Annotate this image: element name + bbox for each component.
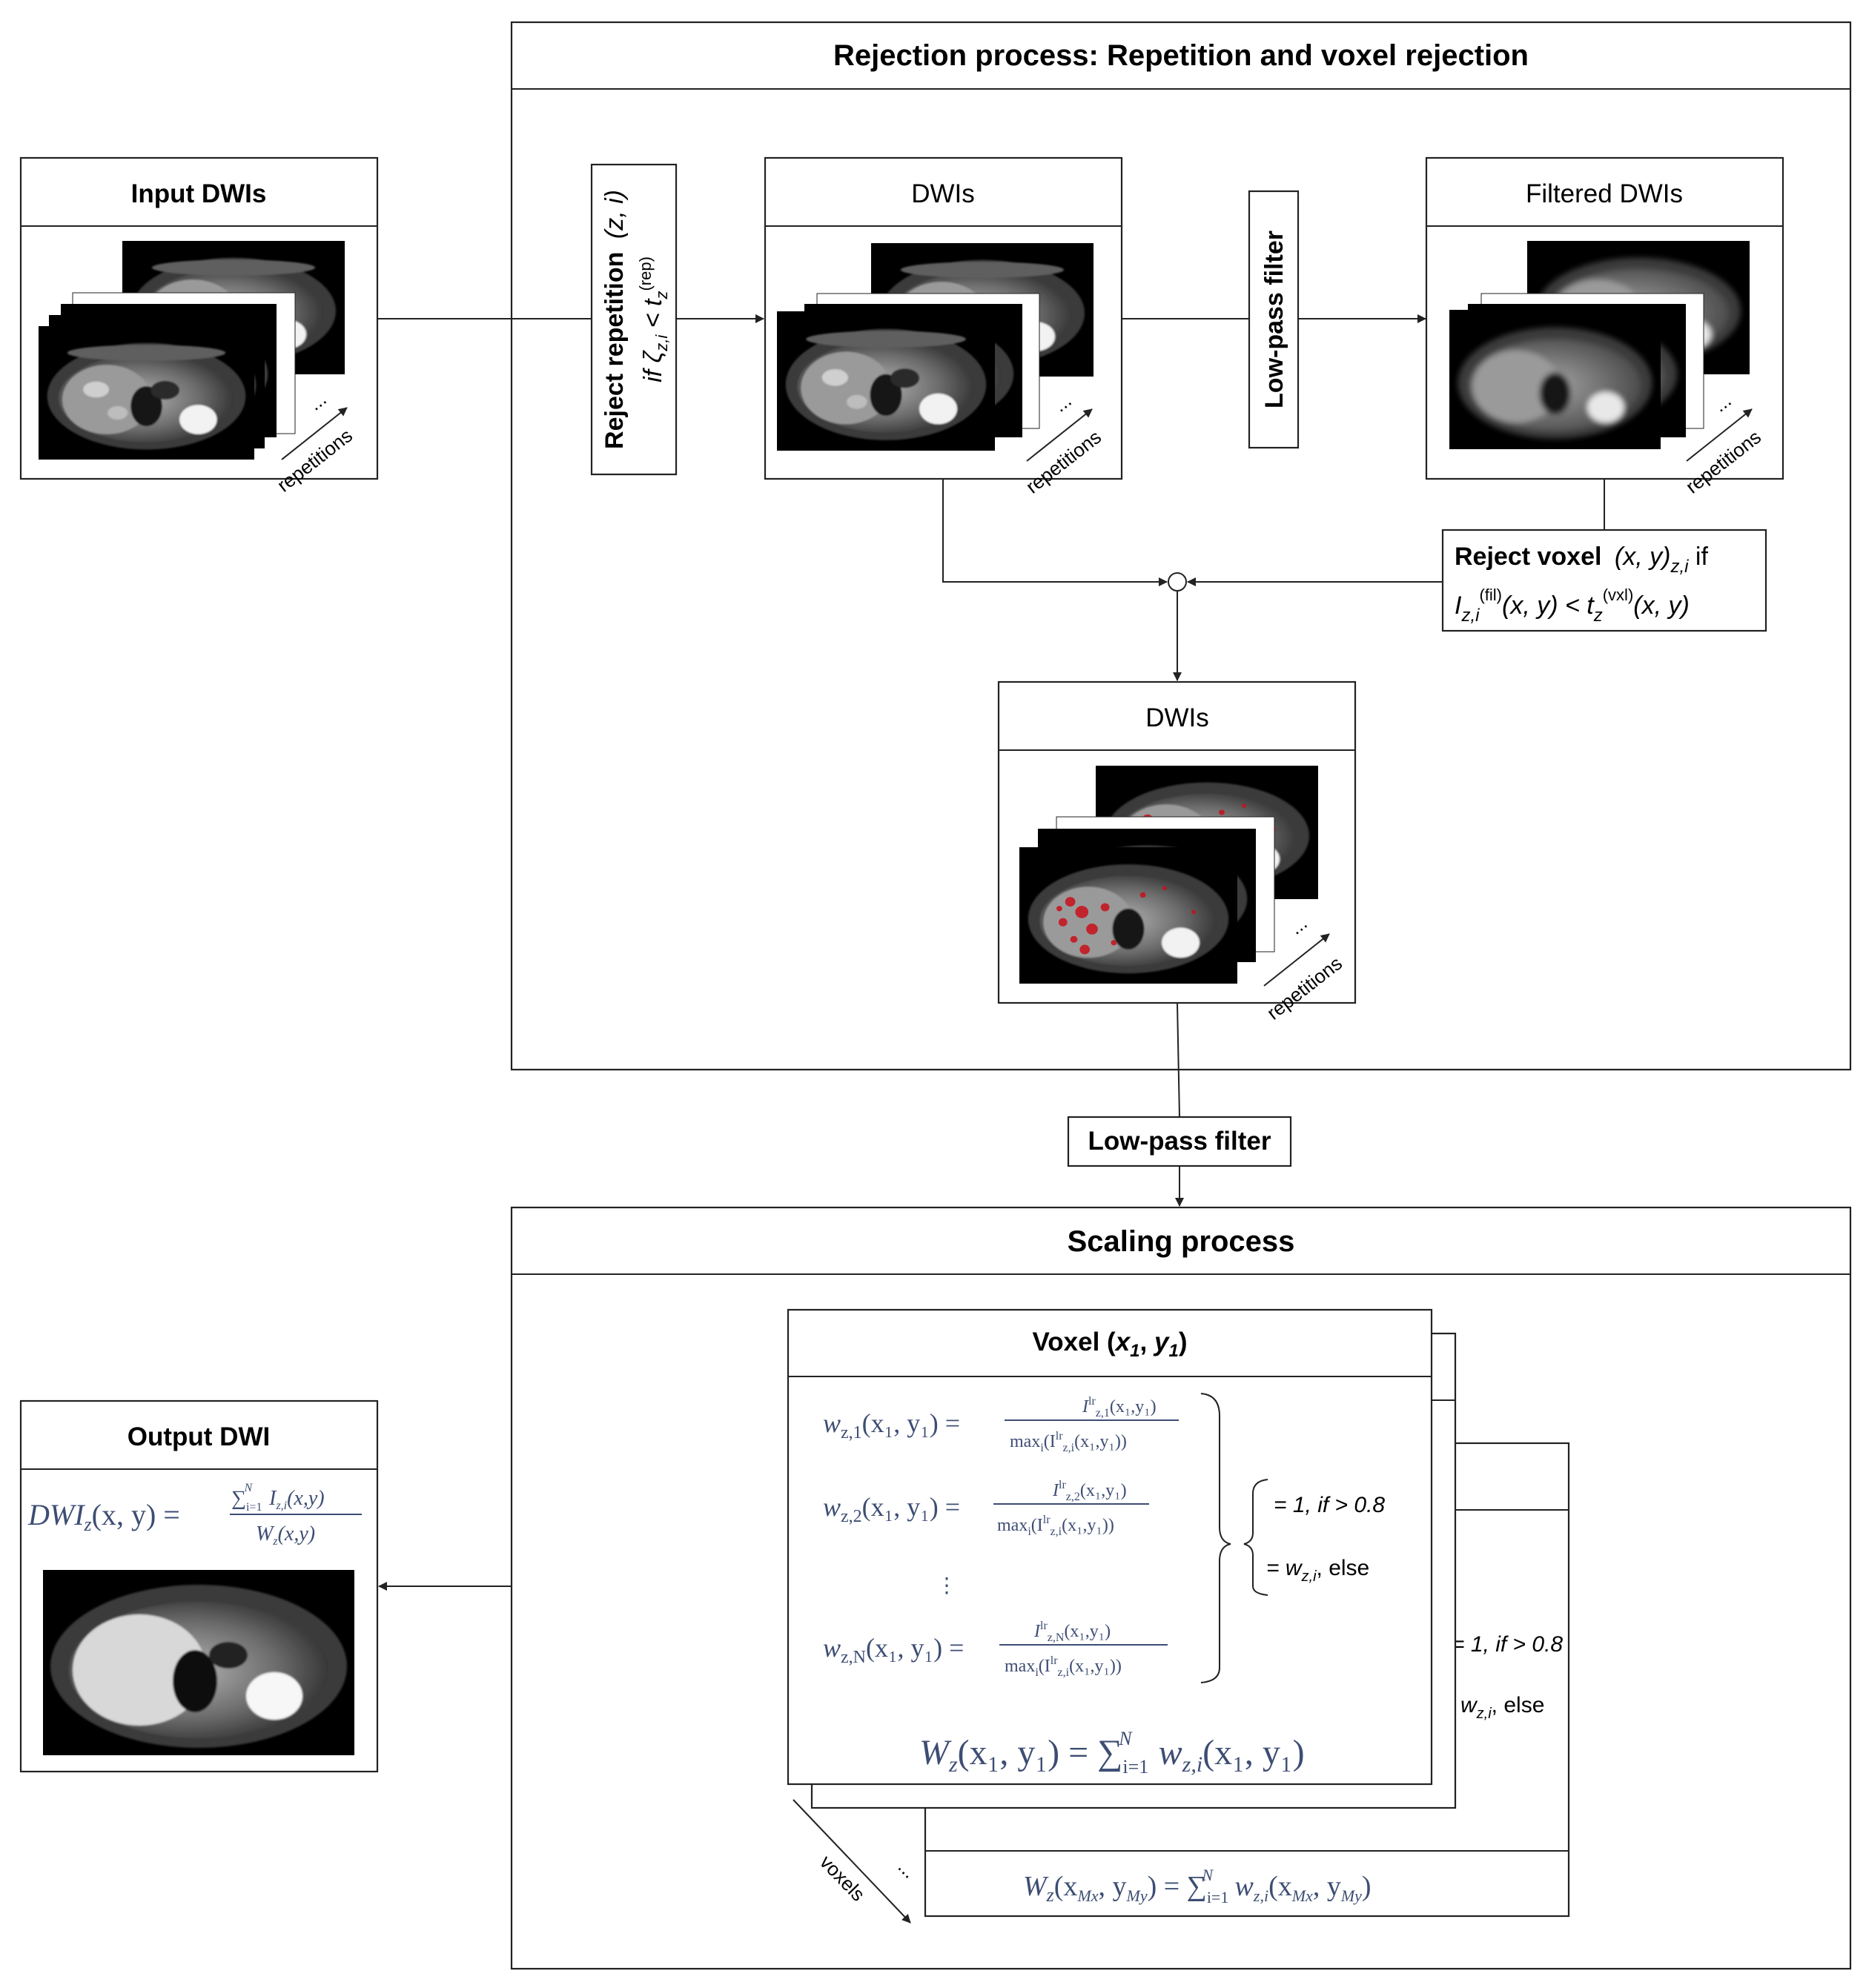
- cond-else: = wz,i, else: [1266, 1556, 1369, 1585]
- brace-small: [1243, 1479, 1268, 1596]
- svg-text:Reject voxel (x, y)z,i i: Reject voxel (x, y)z,i if: [1455, 543, 1708, 577]
- filtered-dwis-panel: Filtered DWIs repetitions ...: [1425, 156, 1784, 498]
- svg-text:maxi(Ilrz,i(x₁,y₁)): maxi(Ilrz,i(x₁,y₁)): [1005, 1654, 1122, 1679]
- svg-text:maxi(Ilrz,i(x₁,y₁)): maxi(Ilrz,i(x₁,y₁)): [1010, 1430, 1127, 1454]
- output-equation: DWIz(x, y) = ∑i=1N Iz,i(x,y) Wz(x,y): [27, 1482, 362, 1548]
- filtered-scan-stack: [1449, 241, 1750, 449]
- filtered-dwis-title: Filtered DWIs: [1526, 179, 1683, 208]
- input-scan-stack: [39, 241, 345, 460]
- svg-text:wz,2(x₁, y₁) =: wz,2(x₁, y₁) =: [823, 1492, 960, 1526]
- input-dwis-panel: Input DWIs repetitions ...: [19, 156, 379, 497]
- voxel-card-front: Voxel (x1, y1) wz,1(x₁, y₁) = Ilrz,1(x₁,…: [787, 1308, 1433, 1786]
- lowpass-box-between: Low-pass filter: [1067, 1116, 1292, 1167]
- dwis-panel-result: DWIs repetitions ...: [997, 680, 1357, 1024]
- reject-repetition-cond: if ζ: [639, 349, 667, 382]
- svg-text:Wz(x,y): Wz(x,y): [256, 1523, 315, 1548]
- svg-text:Wz(xMx, yMy) = ∑i=1N wz,i(xMx,: Wz(xMx, yMy) = ∑i=1N wz,i(xMx, yMy): [1023, 1866, 1372, 1906]
- weight-eq-2: wz,2(x₁, y₁) = Ilrz,2(x₁,y₁) maxi(Ilrz,i…: [823, 1479, 1149, 1538]
- reject-voxel-title: Reject voxel: [1455, 543, 1601, 571]
- svg-text:wz,i, else: wz,i, else: [1460, 1693, 1544, 1722]
- reject-voxel-box: Reject voxel (x, y)z,i if Iz,i(fil)(x, y…: [1441, 529, 1767, 632]
- dwis-scan-stack: [777, 243, 1094, 451]
- lowpass-label-rotated: Low-pass filter: [1260, 231, 1288, 408]
- voxel-title: Voxel (x1, y1): [1033, 1328, 1188, 1361]
- reject-repetition-title: Reject repetition: [601, 252, 629, 449]
- output-dwi-panel: Output DWI DWIz(x, y) = ∑i=1N Iz,i(x,y) …: [19, 1399, 379, 1773]
- lowpass-box-rotated: Low-pass filter: [1248, 190, 1300, 449]
- vdots: ⋮: [936, 1574, 957, 1597]
- svg-text:DWIz(x, y) =: DWIz(x, y) =: [27, 1498, 180, 1535]
- svg-text:= 1, if > 0.8: = 1, if > 0.8: [1452, 1632, 1563, 1657]
- result-scan-stack: [1019, 766, 1318, 984]
- output-scan-image: [43, 1570, 354, 1755]
- weight-sum-eq: Wz(x₁, y₁) = ∑i=1N wz,i(x₁, y₁): [919, 1728, 1305, 1777]
- input-dwis-title: Input DWIs: [131, 179, 267, 208]
- svg-text:Reject repetition (z, i): Reject repetition (z, i): [601, 190, 629, 449]
- reject-repetition-box: Reject repetition (z, i) if ζz,i < tz(re…: [590, 163, 678, 476]
- cond-one: = 1, if > 0.8: [1274, 1493, 1385, 1517]
- svg-text:wz,N(x₁, y₁) =: wz,N(x₁, y₁) =: [823, 1633, 964, 1667]
- brace-large: [1200, 1393, 1231, 1683]
- svg-text:wz,1(x₁, y₁) =: wz,1(x₁, y₁) =: [823, 1408, 960, 1442]
- svg-text:maxi(Ilrz,i(x₁,y₁)): maxi(Ilrz,i(x₁,y₁)): [997, 1514, 1114, 1538]
- scaling-process-title: Scaling process: [1068, 1225, 1295, 1258]
- dwis-title-top: DWIs: [911, 179, 975, 208]
- dwis-panel-top: DWIs repetitions ...: [764, 156, 1123, 498]
- svg-text:Iz,i(fil)(x, y) < tz(vxl)(x, y: Iz,i(fil)(x, y) < tz(vxl)(x, y): [1455, 586, 1690, 626]
- weight-eq-1: wz,1(x₁, y₁) = Ilrz,1(x₁,y₁) maxi(Ilrz,i…: [823, 1395, 1179, 1454]
- merge-junction: [1168, 572, 1187, 592]
- svg-text:Ilrz,1(x₁,y₁): Ilrz,1(x₁,y₁): [1082, 1395, 1157, 1419]
- reject-repetition-vars: (z, i): [601, 190, 629, 239]
- svg-text:Ilrz,N(x₁,y₁): Ilrz,N(x₁,y₁): [1033, 1620, 1111, 1644]
- rejection-process-title: Rejection process: Repetition and voxel …: [833, 39, 1529, 72]
- svg-text:if ζz,i < tz(rep): if ζz,i < tz(rep): [636, 256, 671, 382]
- lowpass-label-between: Low-pass filter: [1088, 1127, 1271, 1156]
- svg-text:∑i=1N Iz,i(x,y): ∑i=1N Iz,i(x,y): [231, 1482, 325, 1514]
- output-dwi-title: Output DWI: [128, 1422, 270, 1451]
- svg-text:Ilrz,2(x₁,y₁): Ilrz,2(x₁,y₁): [1052, 1479, 1127, 1503]
- dwis-title-result: DWIs: [1145, 703, 1209, 732]
- weight-eq-N: wz,N(x₁, y₁) = Ilrz,N(x₁,y₁) maxi(Ilrz,i…: [823, 1620, 1168, 1679]
